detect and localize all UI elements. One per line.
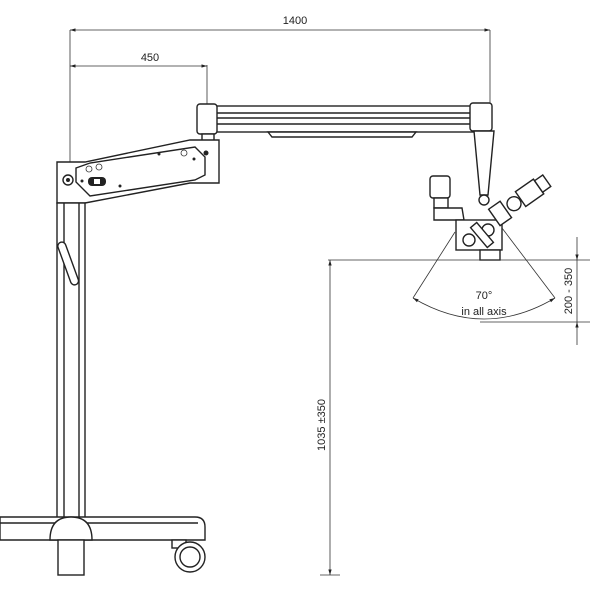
dimension-height: 1035 ±350 (316, 259, 590, 576)
dimension-label-height: 1035 ±350 (316, 399, 328, 451)
dimension-label-arm-offset: 450 (141, 52, 159, 64)
tilt-angle-label: 70° (476, 290, 493, 302)
horizontal-arm (196, 102, 495, 206)
stand-base (0, 516, 206, 576)
dimension-label-working-distance: 200 - 350 (563, 268, 575, 314)
dimension-arm-offset: 450 (70, 52, 208, 104)
tilt-note-label: in all axis (461, 306, 507, 318)
dimension-label-total-reach: 1400 (283, 15, 307, 27)
stand-column (56, 202, 86, 521)
parallelogram-arm (56, 133, 220, 204)
dimension-total-reach: 1400 (69, 15, 491, 180)
dimension-working-distance: 200 - 350 (480, 237, 590, 345)
tilt-angle-indicator: 70° in all axis (412, 227, 556, 320)
microscope-head (429, 174, 552, 261)
